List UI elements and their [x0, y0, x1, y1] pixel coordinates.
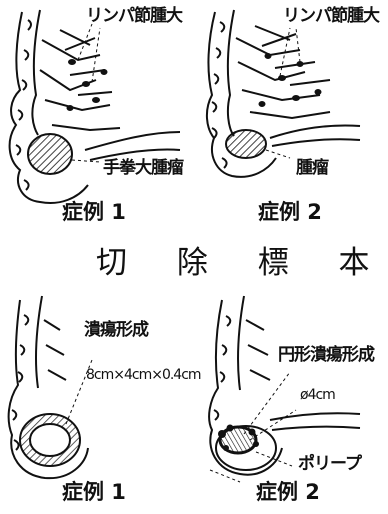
- ulcer-formation-label: 潰瘍形成: [84, 322, 148, 339]
- circular-ulcer-label: 円形潰瘍形成: [278, 347, 374, 364]
- case-label-bottom-left: 症例 1: [62, 482, 126, 503]
- lymph-node-enlargement-label-case2: リンパ節腫大: [283, 8, 379, 25]
- case-label-top-left: 症例 1: [62, 202, 126, 223]
- section-title: 切 除 標 本: [96, 248, 388, 279]
- case-label-bottom-right: 症例 2: [256, 482, 320, 503]
- tumor-label-case2: 腫瘤: [296, 160, 328, 177]
- ulcer-crater-case1: [30, 424, 70, 456]
- case-label-top-right: 症例 2: [258, 202, 322, 223]
- fist-sized-tumor-label: 手拳大腫瘤: [103, 160, 183, 177]
- lymph-nodes-case1: [67, 59, 108, 111]
- polyp-label: ポリープ: [298, 456, 361, 473]
- tumor-case1: [28, 134, 72, 174]
- diameter-label: ø4cm: [300, 388, 335, 402]
- tumor-case2: [226, 130, 266, 158]
- lymph-node-enlargement-label-case1: リンパ節腫大: [86, 8, 182, 25]
- ulcer-size-label: 8cm×4cm×0.4cm: [86, 368, 201, 382]
